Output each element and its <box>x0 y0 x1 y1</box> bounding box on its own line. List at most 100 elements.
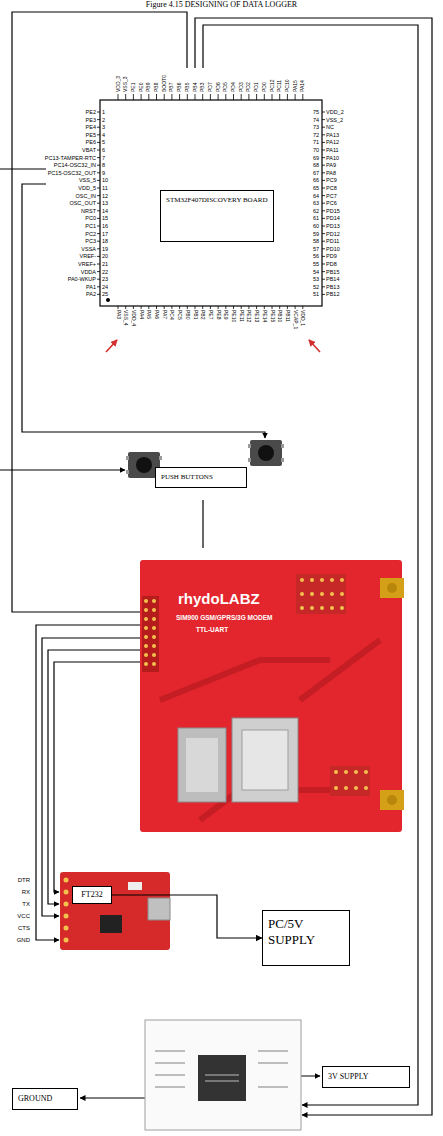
pin-ticks-part <box>287 94 288 100</box>
pin-ticks-part <box>322 172 325 173</box>
mcu-chip <box>100 100 322 306</box>
pin-name: PD1 <box>254 82 259 92</box>
ft232-board-part-part <box>64 890 69 895</box>
board-name: TTL-UART <box>196 626 228 634</box>
pin-name: PC11 <box>277 80 282 92</box>
pin-ticks-part <box>272 94 273 100</box>
pin-ticks-part <box>141 94 142 100</box>
gsm-modem-board-part-part <box>152 599 156 603</box>
voltage-regulator-module-part-part <box>155 1062 185 1064</box>
pin-number: 71 <box>313 139 319 145</box>
pin-ticks-part <box>97 218 100 219</box>
pin-ticks-part <box>322 264 325 265</box>
pin-ticks-part <box>164 94 165 100</box>
pin-ticks-part <box>322 210 325 211</box>
pin-ticks-part <box>322 248 325 249</box>
box-text: PUSH BUTTONS <box>161 473 241 482</box>
pin-name: PE15 <box>270 310 275 322</box>
gsm-modem-board-part-part <box>364 770 368 774</box>
red-pointer-arrows-part <box>106 340 117 352</box>
signal-name: DTR <box>18 877 30 884</box>
pin-ticks-part <box>322 233 325 234</box>
pin-number: 15 <box>102 215 108 221</box>
push-button-right-part <box>281 458 284 462</box>
pin-ticks-part <box>279 94 280 100</box>
pin-ticks-part <box>264 94 265 100</box>
voltage-regulator-module-part <box>205 1080 239 1082</box>
ft232-board-part <box>100 915 122 933</box>
pin-number: 20 <box>102 253 108 259</box>
gsm-modem-board-part <box>330 766 370 796</box>
pin-ticks-part <box>195 94 196 100</box>
pin-name: PB15 <box>326 269 339 275</box>
pin-number: 55 <box>313 261 319 267</box>
pin-name: PC9 <box>326 177 337 183</box>
pin-ticks-part <box>322 142 325 143</box>
box-text: GROUND <box>18 1094 72 1104</box>
pin-number: 61 <box>313 215 319 221</box>
supply-box: 3V SUPPLY <box>322 1066 410 1088</box>
pin-ticks-part <box>97 188 100 189</box>
pin-ticks-part <box>187 94 188 100</box>
pin-number: 6 <box>102 147 105 153</box>
pin-number: 25 <box>102 291 108 297</box>
gsm-modem-board-part <box>178 728 226 802</box>
pin-number: 54 <box>313 269 319 275</box>
gsm-modem-board-part-part <box>340 578 344 582</box>
pin-name: PA15 <box>293 80 298 92</box>
pin-number: 17 <box>102 231 108 237</box>
pin-name: PC2 <box>85 231 96 237</box>
pin-ticks-part <box>264 306 265 309</box>
pin-name: PB4 <box>193 83 198 92</box>
pin-ticks-part <box>97 119 100 120</box>
pin-ticks-part <box>141 306 142 309</box>
gsm-modem-board-part <box>300 578 344 610</box>
pin-number: 66 <box>313 177 319 183</box>
pin-name: PC10 <box>285 79 290 92</box>
pin-name: PB14 <box>326 276 339 282</box>
pin-ticks-part <box>179 306 180 309</box>
pin-name: PE13 <box>254 310 259 322</box>
push-button-left-part <box>136 457 152 473</box>
pin-name: PD4 <box>231 82 236 92</box>
pin-name: PD2 <box>246 82 251 92</box>
box-text: 3V SUPPLY <box>328 1072 404 1082</box>
pin-number: 69 <box>313 155 319 161</box>
box-text: PC/5V SUPPLY <box>268 916 344 949</box>
pin-number: 4 <box>102 132 105 138</box>
pin-name: PE9 <box>223 310 228 319</box>
pin-name: PB3 <box>200 83 205 92</box>
pin-name: PD12 <box>326 231 340 237</box>
pin-name: PC14-OSC32_IN <box>54 162 96 168</box>
pin-name: PC0 <box>85 215 96 221</box>
pin-name: BOOT0 <box>162 75 167 92</box>
gsm-modem-board-part-part <box>144 635 148 639</box>
ft232-board <box>60 872 170 950</box>
pin-name: PA11 <box>326 147 339 153</box>
pin-ticks-part <box>256 306 257 309</box>
gsm-modem-board-part-part <box>144 599 148 603</box>
pin-number: 65 <box>313 185 319 191</box>
pin-name: PA5 <box>146 310 151 319</box>
pin-number: 74 <box>313 117 319 123</box>
pin-name: PD14 <box>326 215 340 221</box>
pin-name: PD15 <box>326 208 340 214</box>
pin-ticks-part <box>97 264 100 265</box>
pin-ticks-part <box>233 306 234 309</box>
signal-name: TX <box>22 901 30 908</box>
pin-name: PA1 <box>86 284 96 290</box>
diagram-title: Figure 4.15 DESIGNING OF DATA LOGGER <box>0 0 443 9</box>
gsm-modem-board-part <box>387 795 397 805</box>
pin-ticks-part <box>210 306 211 309</box>
pin-ticks-part <box>225 94 226 100</box>
pin-name: PD11 <box>326 238 339 244</box>
pin-ticks-part <box>187 306 188 309</box>
gsm-modem-board-part <box>160 640 380 820</box>
voltage-regulator-module-part-part <box>155 1074 185 1076</box>
pin-ticks-part <box>322 286 325 287</box>
pin-ticks-part <box>164 306 165 309</box>
pin-name: PA2 <box>86 291 96 297</box>
pin-name: VDD_1 <box>300 310 305 326</box>
push-button-left-part <box>159 456 162 460</box>
pin-ticks-part <box>97 294 100 295</box>
